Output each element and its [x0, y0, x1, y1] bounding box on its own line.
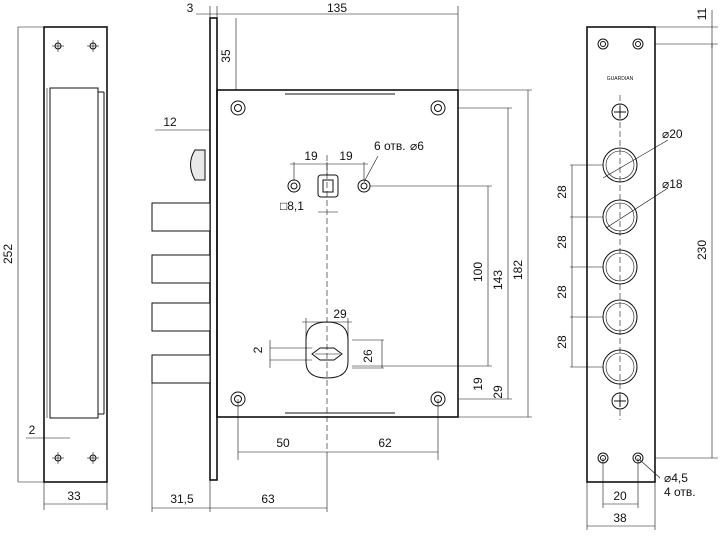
dim-33-label: 33 — [67, 489, 81, 503]
faceplate — [209, 17, 218, 481]
dim-19-bottom-label: 19 — [471, 377, 485, 391]
latch-bolt — [190, 149, 206, 181]
dim-29-bottom-label: 29 — [491, 385, 505, 399]
side-screw-icon — [52, 40, 99, 464]
dim-63-label: 63 — [261, 492, 275, 506]
dim-135-label: 135 — [327, 1, 347, 15]
front-view: 3 135 35 12 19 19 6 отв. ⌀6 □8,1 29 2 — [151, 1, 532, 512]
dim-100-label: 100 — [471, 262, 485, 282]
dim-29-key-label: 29 — [333, 307, 347, 321]
dim-28-2-label: 28 — [555, 235, 569, 249]
dim-12-label: 12 — [163, 115, 177, 129]
dim-50-label: 50 — [276, 436, 290, 450]
dim-35-label: 35 — [219, 49, 233, 63]
dim-31-5-label: 31,5 — [170, 492, 194, 506]
dim-28-4-label: 28 — [555, 335, 569, 349]
dim-230-label: 230 — [695, 240, 709, 260]
faceplate-outline — [586, 26, 656, 483]
square-size-label: □8,1 — [280, 199, 304, 213]
dim-2-left-label: 2 — [29, 423, 36, 437]
deadbolts — [151, 202, 211, 384]
dim-11-label: 11 — [695, 7, 709, 20]
holes-note-label: 6 отв. — [374, 139, 406, 153]
dim-28-3-label: 28 — [555, 285, 569, 299]
dim-19a-label: 19 — [304, 149, 318, 163]
dim-38-label: 38 — [613, 511, 627, 525]
dim-2-small-label: 2 — [251, 346, 265, 353]
follower-holes — [287, 174, 371, 198]
keyhole — [305, 321, 349, 379]
side-view: 252 33 2 — [1, 26, 108, 510]
dim-62-label: 62 — [378, 436, 392, 450]
dim-3-label: 3 — [187, 1, 194, 15]
brand-mark: GUARDIAN — [607, 76, 634, 82]
faceplate-view: GUARDIAN 28 28 28 — [555, 7, 718, 530]
body-screw-icon — [230, 100, 446, 407]
dim-20-bottom-label: 20 — [613, 489, 627, 503]
dim-252-label: 252 — [1, 244, 15, 264]
side-view-body — [49, 87, 99, 419]
dim-19b-label: 19 — [339, 149, 353, 163]
dia-4-5-label: ⌀4,5 — [664, 471, 688, 485]
dia-20-label: ⌀20 — [662, 127, 683, 141]
dim-26-label: 26 — [361, 349, 375, 363]
dim-28-1-label: 28 — [555, 185, 569, 199]
side-view-outline — [43, 26, 108, 483]
dim-182-label: 182 — [511, 260, 525, 280]
holes-4-label: 4 отв. — [664, 485, 696, 499]
dia-18-label: ⌀18 — [662, 177, 683, 191]
holes-dia-label: ⌀6 — [410, 139, 424, 153]
dim-143-label: 143 — [491, 270, 505, 290]
lock-body — [216, 89, 459, 418]
